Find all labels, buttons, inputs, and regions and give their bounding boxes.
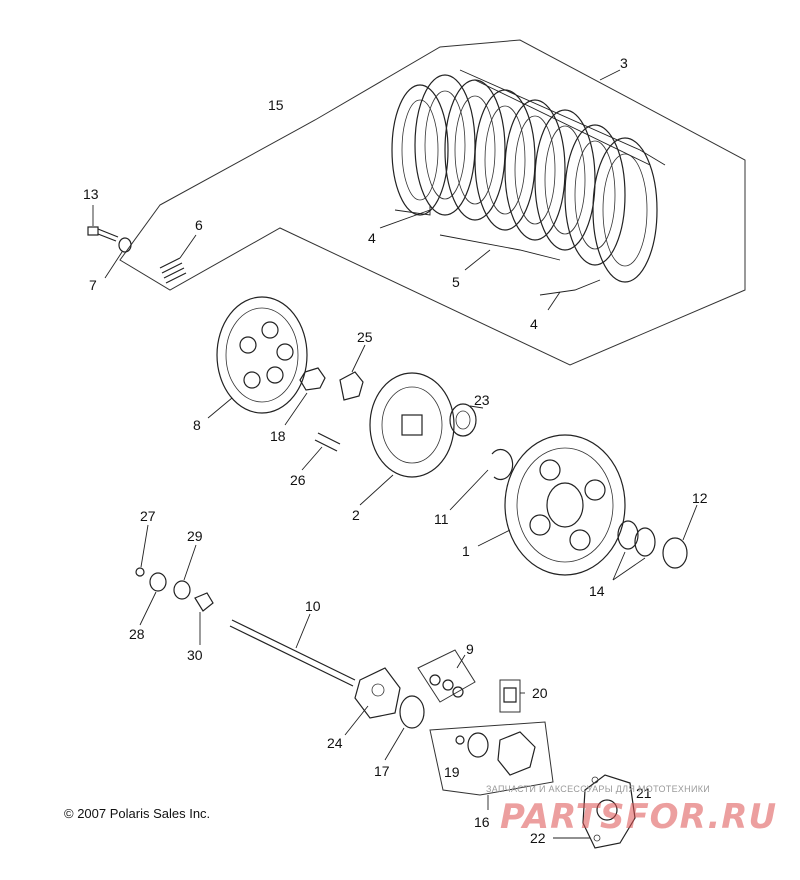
washer-12 <box>662 504 698 569</box>
callout-27: 27 <box>140 508 156 524</box>
callout-21: 21 <box>636 785 652 801</box>
bolt-13 <box>87 205 119 242</box>
callout-28: 28 <box>129 626 145 642</box>
washer-7 <box>104 237 132 279</box>
callout-18: 18 <box>270 428 286 444</box>
callout-11: 11 <box>434 511 449 527</box>
watermark-logo[interactable]: PARTSFOR.RU <box>500 797 778 837</box>
callout-23: 23 <box>474 392 490 408</box>
callout-6: 6 <box>195 217 203 233</box>
callout-4-upper: 4 <box>368 230 376 246</box>
pushrod-10 <box>229 613 356 687</box>
copyright-notice: © 2007 Polaris Sales Inc. <box>64 806 211 821</box>
callout-22: 22 <box>530 830 546 846</box>
clutch-basket-1 <box>477 434 626 576</box>
pin-26 <box>301 432 341 471</box>
nut-18 <box>284 367 326 426</box>
callout-17: 17 <box>374 763 390 779</box>
callout-14: 14 <box>589 583 605 599</box>
cover-21-22 <box>553 774 636 849</box>
bleeder-20 <box>499 679 525 713</box>
slave-cylinder-16 <box>429 721 554 810</box>
callout-9: 9 <box>466 641 474 657</box>
callout-10: 10 <box>305 598 321 614</box>
callout-5: 5 <box>452 274 460 290</box>
clutch-hub-2 <box>359 372 455 506</box>
clutch-pack-kit-outline <box>119 39 746 366</box>
callout-12: 12 <box>692 490 708 506</box>
o-ring-17 <box>384 695 425 761</box>
watermark-caption: ЗАПЧАСТИ И АКСЕССУАРЫ ДЛЯ МОТОТЕХНИКИ <box>486 784 711 794</box>
clutch-plate-stack <box>391 69 666 283</box>
callout-20: 20 <box>532 685 548 701</box>
lock-washer-25 <box>339 344 366 401</box>
callout-25: 25 <box>357 329 373 345</box>
callout-26: 26 <box>290 472 306 488</box>
callout-30: 30 <box>187 647 203 663</box>
callout-1: 1 <box>462 543 470 559</box>
pressure-plate-8 <box>207 296 308 419</box>
spring-6 <box>159 234 197 284</box>
callout-15: 15 <box>268 97 284 113</box>
callout-8: 8 <box>193 417 201 433</box>
callout-4-lower: 4 <box>530 316 538 332</box>
callout-24: 24 <box>327 735 343 751</box>
callout-29: 29 <box>187 528 203 544</box>
callout-2: 2 <box>352 507 360 523</box>
callout-16: 16 <box>474 814 490 830</box>
small-parts-27-30 <box>135 524 214 645</box>
gasket-24 <box>344 667 401 736</box>
callout-3: 3 <box>620 55 628 71</box>
callout-19: 19 <box>444 764 460 780</box>
bushings-14 <box>612 520 656 581</box>
callout-13: 13 <box>83 186 99 202</box>
snap-ring-11 <box>449 448 514 511</box>
callout-7: 7 <box>89 277 97 293</box>
seal-kit-9 <box>417 649 476 703</box>
thrust-washer-23 <box>449 403 484 437</box>
